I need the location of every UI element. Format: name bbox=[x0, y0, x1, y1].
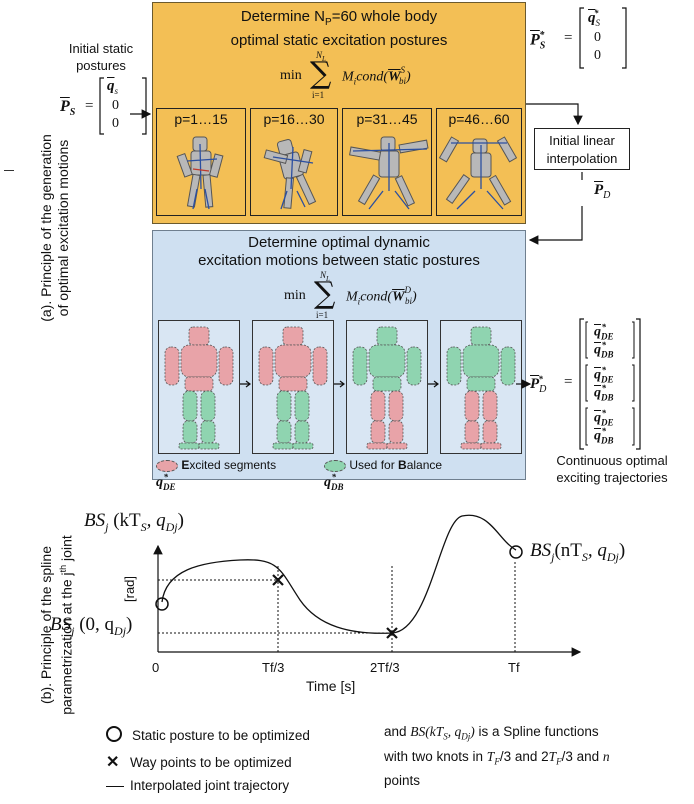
tick-label: Tf bbox=[508, 660, 520, 675]
waypoint-marker-2 bbox=[386, 627, 398, 639]
robot-motion-panel bbox=[158, 320, 240, 454]
balance-segments-legend: Used for Balance qDB* bbox=[324, 458, 443, 492]
dynamic-output-entry: qDE* bbox=[594, 408, 614, 428]
circle-icon bbox=[106, 726, 122, 742]
cross-icon: ✕ bbox=[106, 754, 120, 771]
pose-panel-label: p=31…45 bbox=[356, 111, 418, 127]
legend-waypoints: ✕Way points to be optimized bbox=[106, 754, 292, 771]
legend-static: Static posture to be optimized bbox=[106, 726, 310, 743]
dynamic-output-entry: qDB* bbox=[594, 340, 614, 360]
dynamic-output-entry: qDB* bbox=[594, 383, 614, 403]
end-posture-marker bbox=[509, 545, 523, 559]
robot-pose-icon bbox=[176, 136, 224, 210]
initial-postures-label: Initial static postures bbox=[68, 41, 134, 73]
initial-postures-math: PS = qs 0 0 bbox=[60, 76, 156, 136]
start-posture-marker bbox=[155, 597, 169, 611]
dynamic-output-entry: qDB* bbox=[594, 426, 614, 446]
robot-body-icon bbox=[446, 326, 516, 450]
plot-label-start: BSj (0, qDj) bbox=[50, 614, 133, 638]
tick-label: 2Tf/3 bbox=[370, 660, 400, 675]
initial-vector-brackets bbox=[99, 77, 147, 135]
pose-panel-3: p=31…45 bbox=[342, 108, 432, 216]
x-axis-label: Time [s] bbox=[306, 678, 356, 694]
pose-panel-2: p=16…30 bbox=[250, 108, 338, 216]
y-unit-label: [rad] bbox=[122, 575, 137, 602]
static-formula: min NL ∑ i=1 Micond(WSbi) bbox=[280, 50, 411, 100]
pose-panel-1: p=1…15 bbox=[156, 108, 246, 216]
dynamic-motions-title: Determine optimal dynamic excitation mot… bbox=[198, 234, 480, 269]
spline-curve bbox=[161, 514, 517, 634]
pose-panel-label: p=1…15 bbox=[174, 111, 228, 127]
robot-pose-icon bbox=[438, 136, 518, 210]
plot-label-end: BSj(nTS, qDj) bbox=[530, 540, 626, 564]
robot-body-icon bbox=[258, 326, 328, 450]
spline-plot bbox=[153, 514, 582, 657]
dynamic-output-math: PD* = qDE*qDB*qDE*qDB*qDE*qDB* bbox=[530, 318, 670, 450]
line-icon bbox=[106, 785, 124, 787]
dynamic-vector-brackets bbox=[579, 318, 641, 450]
robot-pose-icon bbox=[263, 139, 317, 210]
connector-arrows bbox=[130, 103, 583, 389]
dynamic-output-caption: Continuous optimal exciting trajectories bbox=[556, 453, 668, 485]
dynamic-output-entry: qDE* bbox=[594, 365, 614, 385]
optimal-static-math: PS* = qS* 0 0 bbox=[528, 6, 638, 70]
static-postures-title: Determine NP=60 whole body optimal stati… bbox=[230, 8, 448, 49]
waypoint-marker-1 bbox=[272, 574, 284, 586]
robot-motion-panel bbox=[440, 320, 522, 454]
plot-label-top: BSj (kTS, qDj) bbox=[84, 510, 184, 534]
pose-panel-label: p=46…60 bbox=[448, 111, 510, 127]
linear-interpolation-box: Initial linear interpolation bbox=[534, 128, 630, 170]
robot-motion-panel bbox=[346, 320, 428, 454]
spline-note: and BS(kTS, qDj) is a Spline functions w… bbox=[384, 724, 610, 789]
dynamic-formula: min NL ∑ i=1 Micond(WDbi) bbox=[284, 270, 417, 320]
pose-panel-4: p=46…60 bbox=[436, 108, 522, 216]
guide-lines bbox=[158, 560, 516, 652]
tick-label: 0 bbox=[152, 660, 160, 675]
robot-pose-icon bbox=[349, 136, 429, 210]
robot-motion-panel bbox=[252, 320, 334, 454]
tick-label: Tf/3 bbox=[262, 660, 285, 675]
robot-body-icon bbox=[352, 326, 422, 450]
legend-interpolated: Interpolated joint trajectory bbox=[106, 778, 289, 793]
pose-panel-label: p=16…30 bbox=[263, 111, 325, 127]
excited-segments-legend: Excited segments qDE* bbox=[156, 458, 277, 492]
static-vector-brackets bbox=[579, 7, 627, 69]
robot-body-icon bbox=[164, 326, 234, 450]
trajectory-P-D-label: PD bbox=[594, 182, 611, 201]
dynamic-output-entry: qDE* bbox=[594, 322, 614, 342]
side-dash bbox=[4, 170, 14, 171]
